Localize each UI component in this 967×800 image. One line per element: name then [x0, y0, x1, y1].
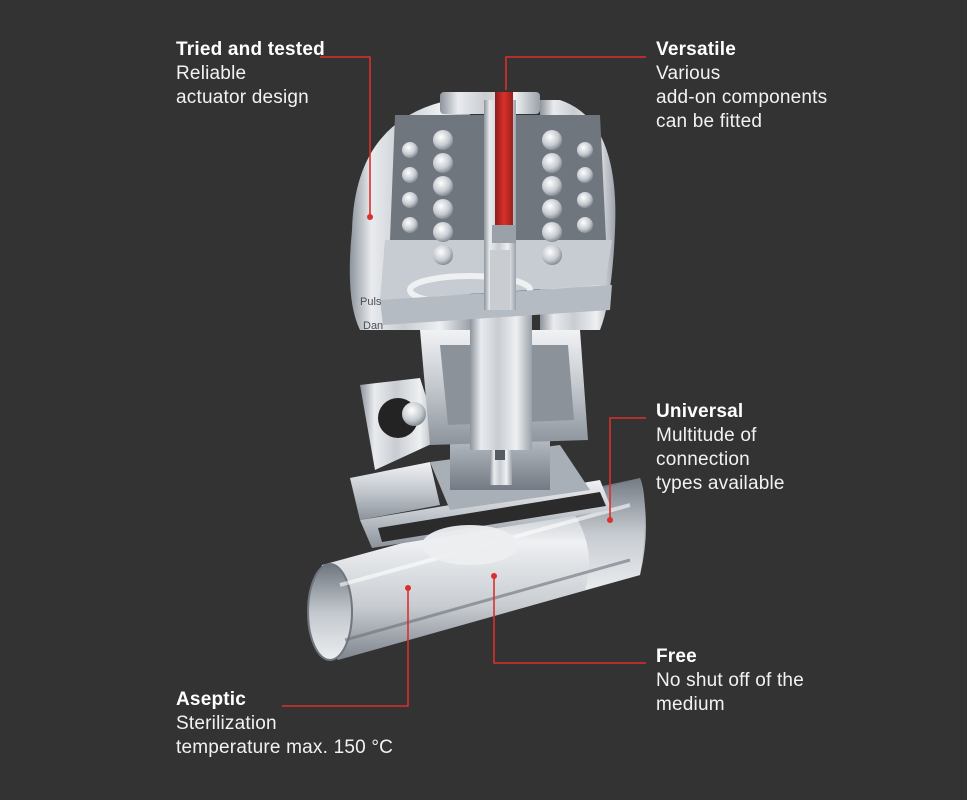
spindle — [484, 92, 516, 310]
dot-tried — [367, 214, 373, 220]
dot-aseptic — [405, 585, 411, 591]
callout-versatile: Versatile Various add-on components can … — [656, 38, 827, 134]
spring-left — [402, 130, 453, 265]
callout-free: Free No shut off of the medium — [656, 645, 804, 717]
callout-text: medium — [656, 694, 725, 715]
leader-dots — [367, 214, 613, 591]
diaphragm — [422, 525, 518, 565]
callout-text: No shut off of the — [656, 670, 804, 691]
callout-title: Aseptic — [176, 689, 247, 710]
dot-universal — [607, 517, 613, 523]
leader-tried — [320, 56, 371, 215]
callout-title: Versatile — [656, 39, 736, 60]
callout-text: connection — [656, 449, 750, 470]
callout-text: Reliable — [176, 63, 247, 84]
label-puls: Puls — [360, 296, 382, 308]
leader-lines — [282, 56, 646, 707]
callout-title: Free — [656, 646, 697, 667]
spring-right — [542, 130, 593, 265]
callout-text: types available — [656, 473, 785, 494]
callout-title: Universal — [656, 401, 744, 422]
callout-text: can be fitted — [656, 111, 763, 132]
dot-free — [491, 573, 497, 579]
leader-free — [493, 578, 646, 664]
callout-text: actuator design — [176, 87, 309, 108]
leader-aseptic — [282, 590, 409, 707]
callout-text: add-on components — [656, 87, 828, 108]
callout-title: Tried and tested — [176, 39, 325, 60]
callout-text: Multitude of — [656, 425, 757, 446]
actuator-housing: Puls Dan — [349, 92, 616, 332]
valve-body — [350, 430, 612, 565]
diaphragm-gasket — [378, 492, 606, 542]
callout-text: Sterilization — [176, 713, 277, 734]
callout-tried-and-tested: Tried and tested Reliable actuator desig… — [176, 38, 325, 110]
leader-universal — [609, 417, 646, 518]
position-indicator-rod — [495, 92, 513, 242]
label-dan: Dan — [363, 320, 383, 332]
callout-universal: Universal Multitude of connection types … — [656, 400, 785, 496]
callout-aseptic: Aseptic Sterilization temperature max. 1… — [176, 688, 393, 760]
callout-text: Various — [656, 63, 721, 84]
callout-text: temperature max. 150 °C — [176, 737, 394, 758]
leader-versatile — [505, 56, 646, 90]
bonnet — [360, 300, 588, 470]
pipe-left-opening — [307, 563, 353, 661]
